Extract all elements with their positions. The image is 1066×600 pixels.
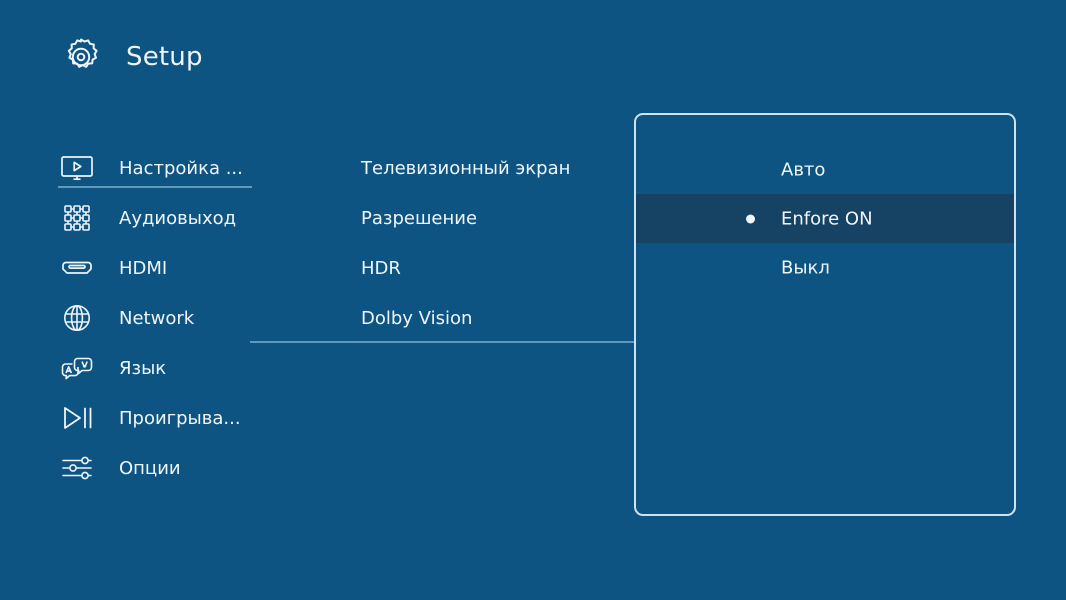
sidebar-item-label: Настройка ... — [119, 157, 243, 179]
option-row-auto[interactable]: Авто — [636, 145, 1014, 194]
sidebar-item-label: Опции — [119, 457, 181, 479]
option-row-off[interactable]: Выкл — [636, 243, 1014, 292]
gear-icon — [58, 34, 104, 80]
option-label: Enfore ON — [781, 208, 873, 229]
sidebar-item-label: Network — [119, 307, 195, 329]
sidebar-item-label: HDMI — [119, 257, 168, 279]
sidebar: Настройка ... Аудиовыход — [58, 143, 254, 493]
sidebar-item-audio-output[interactable]: Аудиовыход — [58, 193, 254, 243]
settings-item-hdr[interactable]: HDR — [361, 257, 401, 279]
sidebar-item-label: Проигрыва... — [119, 407, 241, 429]
option-row-enfore-on[interactable]: Enfore ON — [636, 194, 1014, 243]
settings-item-dolby-vision[interactable]: Dolby Vision — [361, 307, 473, 329]
audio-matrix-icon — [58, 203, 96, 233]
selected-bullet-icon — [746, 214, 755, 223]
options-panel: Авто Enfore ON Выкл — [634, 113, 1016, 516]
option-label: Выкл — [781, 257, 830, 278]
display-play-icon — [58, 153, 96, 183]
sidebar-item-display[interactable]: Настройка ... — [58, 143, 254, 193]
sliders-icon — [58, 453, 96, 483]
page-header: Setup — [58, 34, 203, 80]
sidebar-item-options[interactable]: Опции — [58, 443, 254, 493]
sidebar-item-network[interactable]: Network — [58, 293, 254, 343]
settings-divider — [250, 341, 634, 343]
page-title: Setup — [126, 42, 203, 72]
sidebar-item-playback[interactable]: Проигрыва... — [58, 393, 254, 443]
sidebar-item-label: Аудиовыход — [119, 207, 237, 229]
translate-icon — [58, 353, 96, 383]
settings-item-resolution[interactable]: Разрешение — [361, 207, 478, 229]
option-label: Авто — [781, 159, 826, 180]
hdmi-port-icon — [58, 253, 96, 283]
sidebar-item-language[interactable]: Язык — [58, 343, 254, 393]
settings-list: Телевизионный экран Разрешение HDR Dolby… — [361, 143, 626, 343]
panel-top-spacer — [636, 115, 1014, 145]
play-pause-icon — [58, 403, 96, 433]
globe-icon — [58, 303, 96, 333]
sidebar-divider — [58, 186, 252, 188]
sidebar-item-hdmi[interactable]: HDMI — [58, 243, 254, 293]
sidebar-item-label: Язык — [119, 357, 167, 379]
settings-item-tv-screen[interactable]: Телевизионный экран — [361, 157, 571, 179]
